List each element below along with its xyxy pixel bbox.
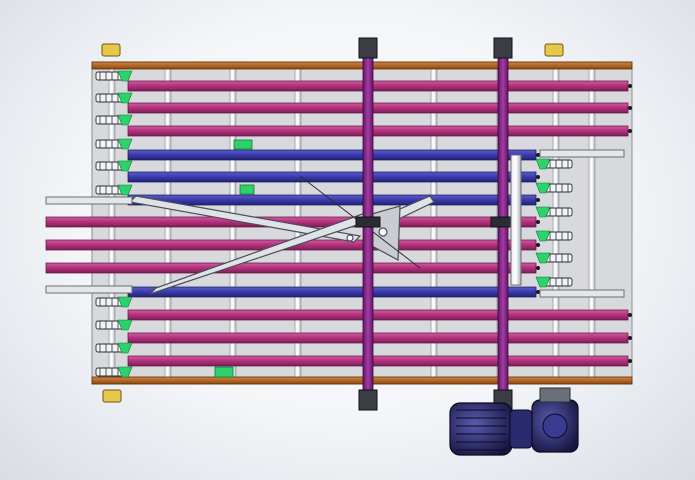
bar-end-pin-13 (628, 359, 632, 363)
bar-end-pin-9 (536, 266, 540, 270)
green-chain-guide (117, 366, 133, 378)
blue-bar-4 (127, 149, 537, 161)
magenta-bar-11 (127, 309, 629, 321)
blue-bar-10 (127, 286, 537, 298)
gearbox-boss (542, 413, 568, 439)
magenta-bar-12 (127, 332, 629, 344)
gearbox-flange (539, 387, 571, 403)
linkage-arm-upper (128, 195, 362, 243)
magenta-bar-3 (127, 125, 629, 137)
green-chain-guide (535, 252, 551, 264)
beam-cap-top-left (358, 37, 378, 59)
right-guide-post (510, 154, 522, 286)
green-chain-guide (535, 158, 551, 170)
green-chain-guide (117, 184, 133, 196)
foot-top-right (544, 43, 564, 57)
green-chain-guide (535, 230, 551, 242)
motor-coupling (509, 409, 533, 449)
foot-top-left (101, 43, 121, 57)
foot-bottom-left (102, 389, 122, 403)
bottom-rail (91, 376, 633, 385)
scissor-linkage (128, 175, 435, 295)
bar-end-pin-2 (628, 106, 632, 110)
right-plate-bottom (539, 289, 625, 298)
side-plates (45, 149, 625, 298)
green-chain-guide (117, 70, 133, 82)
pivot-pin-2 (346, 234, 354, 242)
green-chain-guide (535, 276, 551, 288)
green-chain-guide (117, 160, 133, 172)
green-chain-guide (117, 92, 133, 104)
bar-end-pin-5 (536, 175, 540, 179)
bar-end-pin-1 (628, 84, 632, 88)
green-guide-1 (233, 139, 253, 150)
right-sprocket-stack (535, 158, 573, 288)
green-guide-2 (239, 184, 255, 195)
gear-motor-icon (449, 387, 579, 456)
green-chain-guide (117, 342, 133, 354)
right-plate-top (539, 149, 625, 158)
magenta-bar-2 (127, 102, 629, 114)
beam-cap-top-right (493, 37, 513, 59)
left-plate-top (45, 196, 133, 205)
green-chain-guide (117, 114, 133, 126)
bar-end-pin-7 (536, 220, 540, 224)
green-chain-guide (535, 206, 551, 218)
motor-fins (456, 409, 506, 451)
green-guide-3 (214, 366, 234, 378)
beam-cap-bottom-left (358, 389, 378, 411)
green-chain-guide (117, 138, 133, 150)
bar-end-pin-11 (628, 313, 632, 317)
magenta-bar-13 (127, 355, 629, 367)
green-guides (214, 139, 255, 378)
green-chain-guide (117, 319, 133, 331)
beam-clamp-left (355, 216, 381, 228)
motor-body (449, 402, 513, 456)
left-plate-bottom (45, 285, 133, 294)
magenta-bar-9 (45, 262, 537, 274)
bar-end-pin-8 (536, 243, 540, 247)
blue-bar-5 (127, 171, 537, 183)
green-chain-guide (535, 182, 551, 194)
bar-end-pin-12 (628, 336, 632, 340)
bar-end-pin-6 (536, 198, 540, 202)
green-chain-guide (117, 296, 133, 308)
bar-end-pin-3 (628, 129, 632, 133)
left-sprocket-stack (95, 70, 133, 378)
bar-end-pin-4 (536, 153, 540, 157)
top-rail (91, 61, 633, 70)
pivot-pin (378, 227, 388, 237)
magenta-bar-1 (127, 80, 629, 92)
bar-end-pin-10 (536, 290, 540, 294)
